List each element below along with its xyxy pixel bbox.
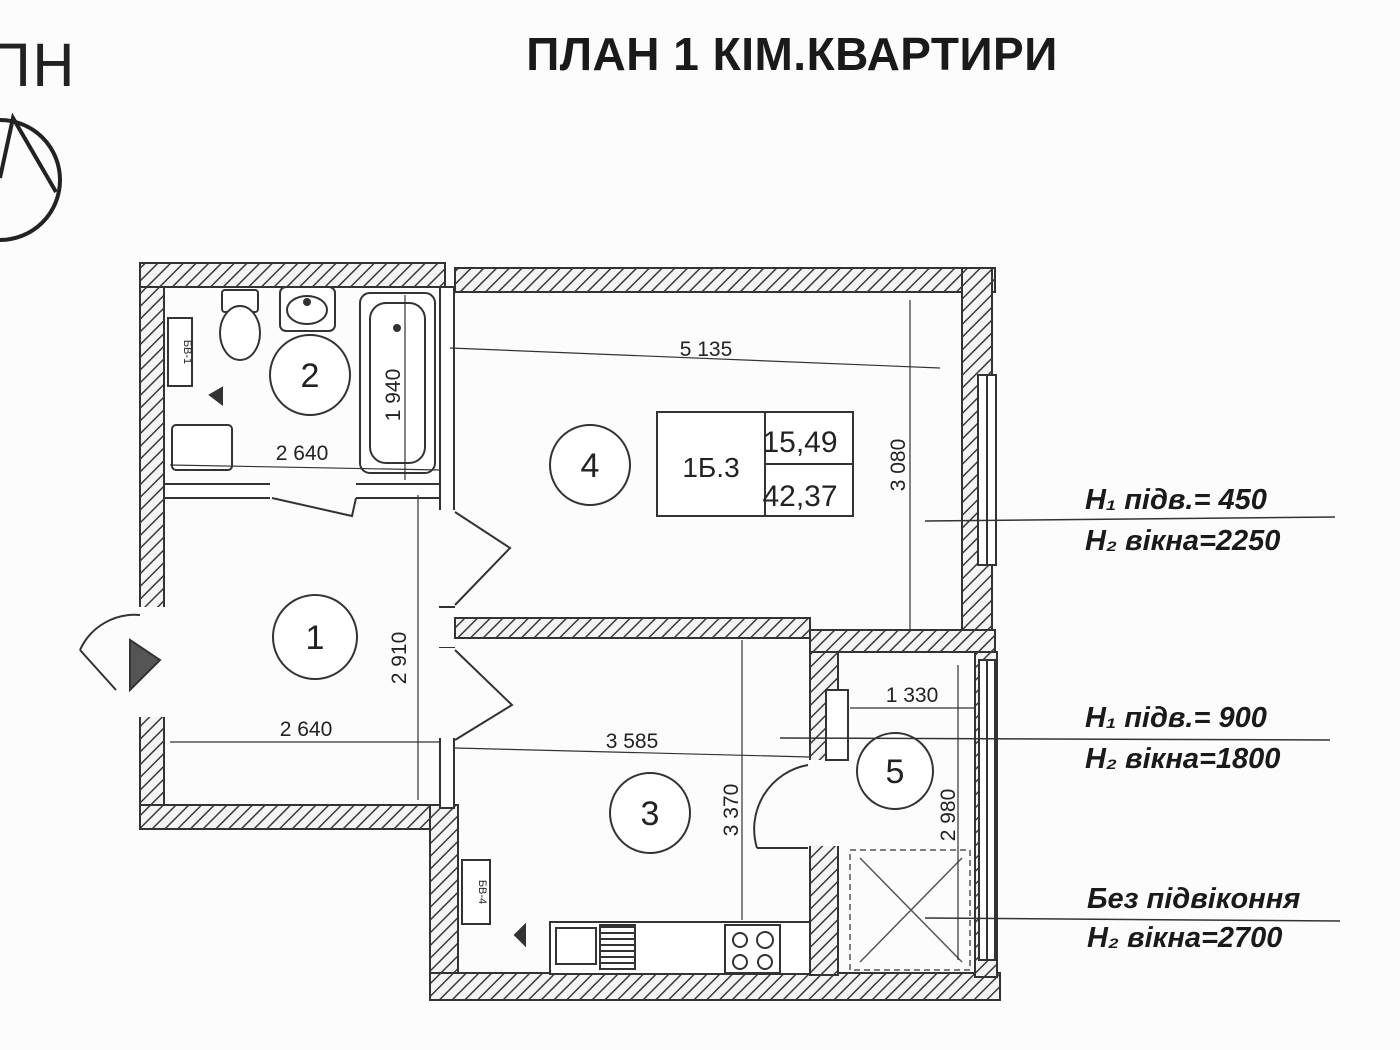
- note-3-line2: H₂ вікна=2700: [1087, 922, 1282, 954]
- kitchen-door-opening: [438, 648, 458, 738]
- room-4-circle: [549, 424, 631, 506]
- vent-kitchen-arrow-icon: [513, 922, 526, 948]
- window-balcony-door: [825, 689, 849, 761]
- room-markers: [269, 334, 934, 854]
- toilet-icon: [219, 289, 261, 361]
- wall-living-kitchen: [454, 617, 811, 639]
- dish-rack-icon: [599, 924, 636, 970]
- balcony-cross: [849, 849, 971, 971]
- room-3-number: 3: [641, 795, 660, 833]
- dim-bath-width: 2 640: [276, 442, 329, 465]
- room-1-circle: [272, 594, 358, 680]
- note-2-line1: H₁ підв.= 900: [1085, 702, 1267, 734]
- kitchen-sink-icon: [555, 927, 597, 965]
- north-label: ПН: [0, 32, 75, 100]
- windows: [825, 374, 997, 961]
- apartment-code: 1Б.3: [682, 452, 739, 483]
- north-indicator: ПН: [0, 32, 75, 242]
- room-1-number: 1: [306, 619, 325, 657]
- entrance-door-swing: [79, 613, 141, 651]
- entrance-arrow-icon: [129, 638, 162, 693]
- vent-bath-arrow-icon: [208, 386, 223, 406]
- dim-hall-width: 2 640: [280, 718, 333, 741]
- apartment-label: [656, 411, 854, 517]
- note-3-line1: Без підвіконня: [1087, 883, 1300, 915]
- plan-title: ПЛАН 1 КІМ.КВАРТИРИ: [526, 28, 1058, 80]
- living-area: 15,49: [762, 426, 837, 459]
- total-area: 42,37: [762, 480, 837, 513]
- dim-hall-depth: 2 910: [388, 632, 411, 685]
- living-door-swing: [454, 511, 512, 606]
- bath-door-opening: [270, 482, 356, 500]
- dim-living-width: 5 135: [680, 338, 733, 361]
- room-3-circle: [609, 772, 691, 854]
- dim-living-depth: 3 080: [887, 439, 910, 492]
- room-5-number: 5: [886, 753, 905, 791]
- kitchen-door-swing: [454, 649, 514, 741]
- dimension-lines: [169, 295, 975, 960]
- dim-kitchen-width: 3 585: [606, 730, 659, 753]
- vent-bath-label: БВ-1: [181, 340, 193, 364]
- dim-balcony-length: 2 980: [937, 789, 960, 842]
- sink-icon: [279, 286, 336, 332]
- bathtub-icon: [359, 292, 436, 474]
- wall-left: [139, 262, 165, 829]
- room-4-number: 4: [581, 447, 600, 485]
- vent-kitchen-icon: [461, 859, 491, 925]
- vent-bath-icon: [167, 317, 193, 387]
- room-5-circle: [856, 732, 934, 810]
- wall-bottom-hall: [139, 804, 441, 830]
- dim-bath-length: 1 940: [382, 369, 405, 422]
- dim-balcony-width: 1 330: [886, 684, 939, 707]
- room-2-circle: [269, 334, 351, 416]
- room-2-number: 2: [301, 357, 320, 395]
- wall-bottom: [429, 972, 1001, 1001]
- living-door-opening: [438, 510, 458, 606]
- door-swings: [79, 497, 809, 849]
- note-2-line2: H₂ вікна=1800: [1085, 743, 1280, 775]
- vent-kitchen-label: БВ-4: [476, 880, 488, 904]
- wall-left-kitchen: [429, 804, 459, 1001]
- balcony-door-swing: [753, 764, 809, 849]
- bath-door-swing: [271, 497, 357, 518]
- stove-icon: [724, 924, 781, 974]
- north-arrow-icon: [0, 112, 58, 194]
- walls: [139, 262, 1001, 1001]
- note-1-line1: H₁ підв.= 450: [1085, 484, 1267, 516]
- note-1-line2: H₂ вікна=2250: [1085, 525, 1280, 557]
- balcony-door-opening: [808, 760, 840, 846]
- washing-machine-icon: [171, 424, 233, 471]
- note-leaders: [779, 516, 1341, 922]
- dim-kitchen-depth: 3 370: [720, 784, 743, 837]
- wall-top-bath: [139, 262, 446, 288]
- compass-circle: [0, 118, 62, 242]
- wall-balcony-top: [809, 629, 996, 653]
- fixtures: [167, 286, 811, 975]
- wall-top-living: [454, 267, 996, 293]
